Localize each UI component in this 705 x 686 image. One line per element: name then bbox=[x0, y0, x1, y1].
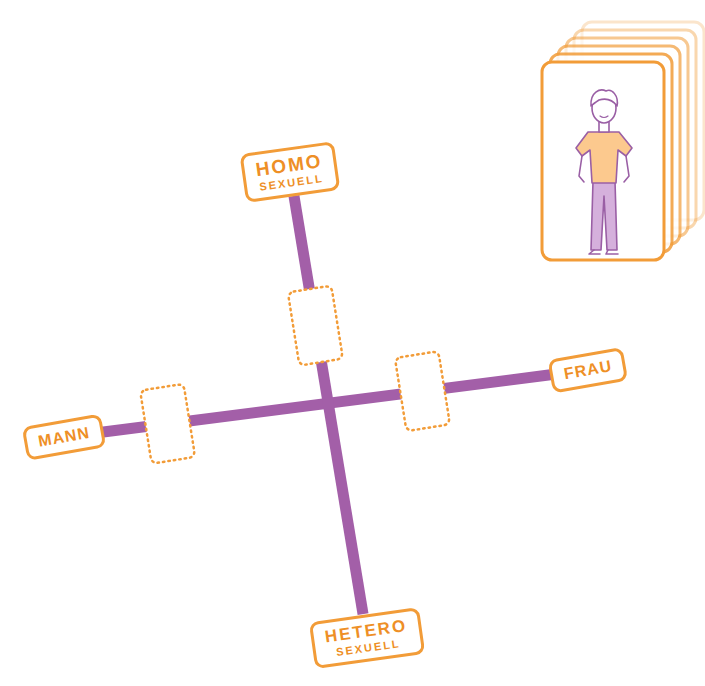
category-box: HOMOSEXUELL bbox=[239, 141, 340, 203]
category-box: HETEROSEXUELL bbox=[309, 607, 425, 669]
axis-line bbox=[294, 196, 363, 614]
category-label: FRAU bbox=[563, 357, 614, 383]
empty-slot bbox=[140, 384, 195, 464]
card-front bbox=[542, 62, 664, 260]
empty-slot bbox=[288, 286, 343, 366]
person-figure bbox=[576, 90, 632, 254]
category-box: FRAU bbox=[547, 347, 628, 393]
empty-slot bbox=[395, 351, 450, 431]
category-label: MANN bbox=[37, 424, 91, 450]
category-box: MANN bbox=[22, 414, 107, 461]
